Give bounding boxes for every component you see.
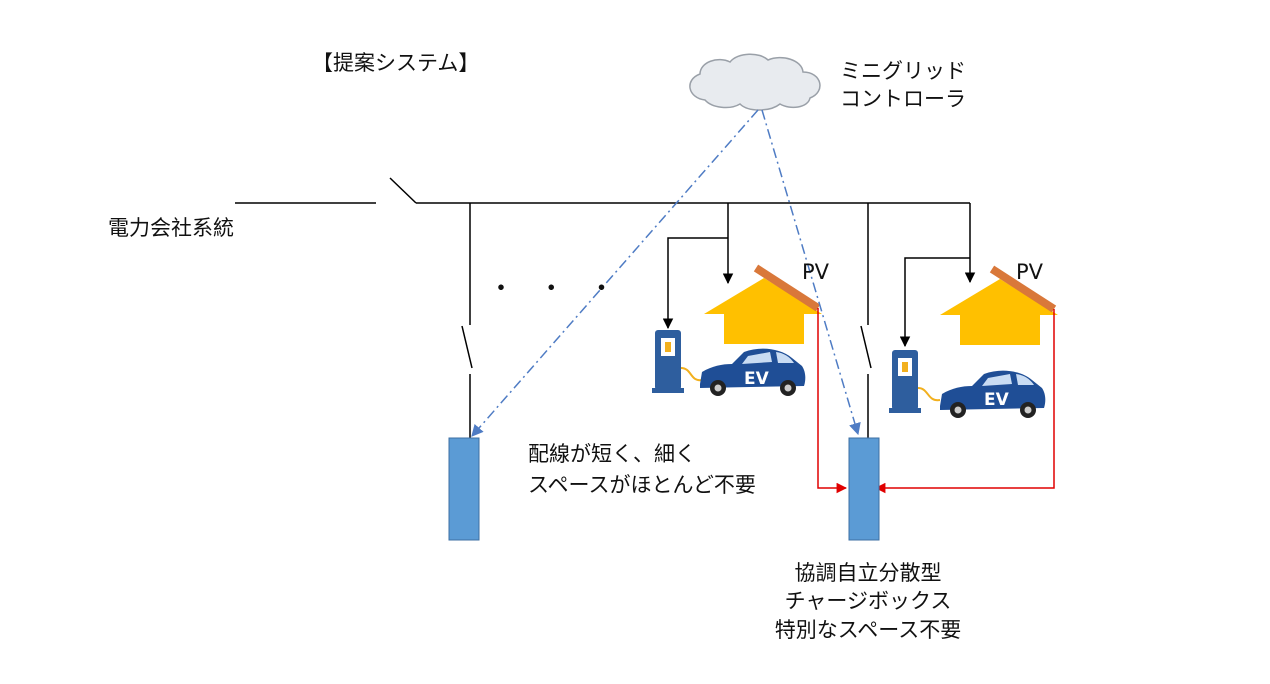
charger2-feed	[899, 257, 970, 348]
chargebox-note-line1: 協調自立分散型	[794, 561, 942, 585]
feeder-right-switch	[860, 325, 872, 369]
ev-car-icon	[940, 370, 1046, 418]
charger1-feed	[662, 237, 728, 330]
feeder-left-switch	[461, 325, 473, 369]
pv-feed-line-1	[817, 308, 848, 494]
pv-panel-2	[989, 265, 1057, 313]
charge-box-right	[848, 437, 880, 541]
controller-label-line1: ミニグリッド	[840, 59, 966, 83]
chargebox-note-line2: チャージボックス	[784, 589, 952, 613]
ellipsis-dots: ・ ・ ・	[488, 274, 623, 304]
charger-icon	[652, 330, 703, 393]
pv-feed-line-2	[874, 309, 1055, 494]
pv-label-1: PV	[802, 260, 830, 284]
ev-label: EV	[984, 390, 1010, 410]
comm-line-right	[761, 109, 861, 436]
wiring-note-line1: 配線が短く、細く	[528, 442, 696, 466]
cloud-icon	[689, 53, 821, 111]
charger-icon	[889, 350, 941, 413]
grid-main-switch	[389, 177, 417, 204]
comm-line-left	[471, 109, 759, 437]
pv-label-2: PV	[1016, 260, 1044, 284]
controller-label-line2: コントローラ	[840, 87, 966, 111]
charge-box-left	[448, 437, 480, 541]
house2	[940, 279, 1058, 345]
grid-label: 電力会社系統	[108, 216, 234, 240]
ev-car-icon	[700, 348, 806, 396]
pv-panel-1	[753, 264, 821, 312]
chargebox-note-line3: 特別なスペース不要	[774, 618, 962, 642]
diagram-title: 【提案システム】	[312, 51, 480, 75]
ev-label: EV	[744, 369, 770, 389]
house1	[704, 278, 822, 344]
wiring-note-line2: スペースがほとんど不要	[528, 473, 756, 497]
